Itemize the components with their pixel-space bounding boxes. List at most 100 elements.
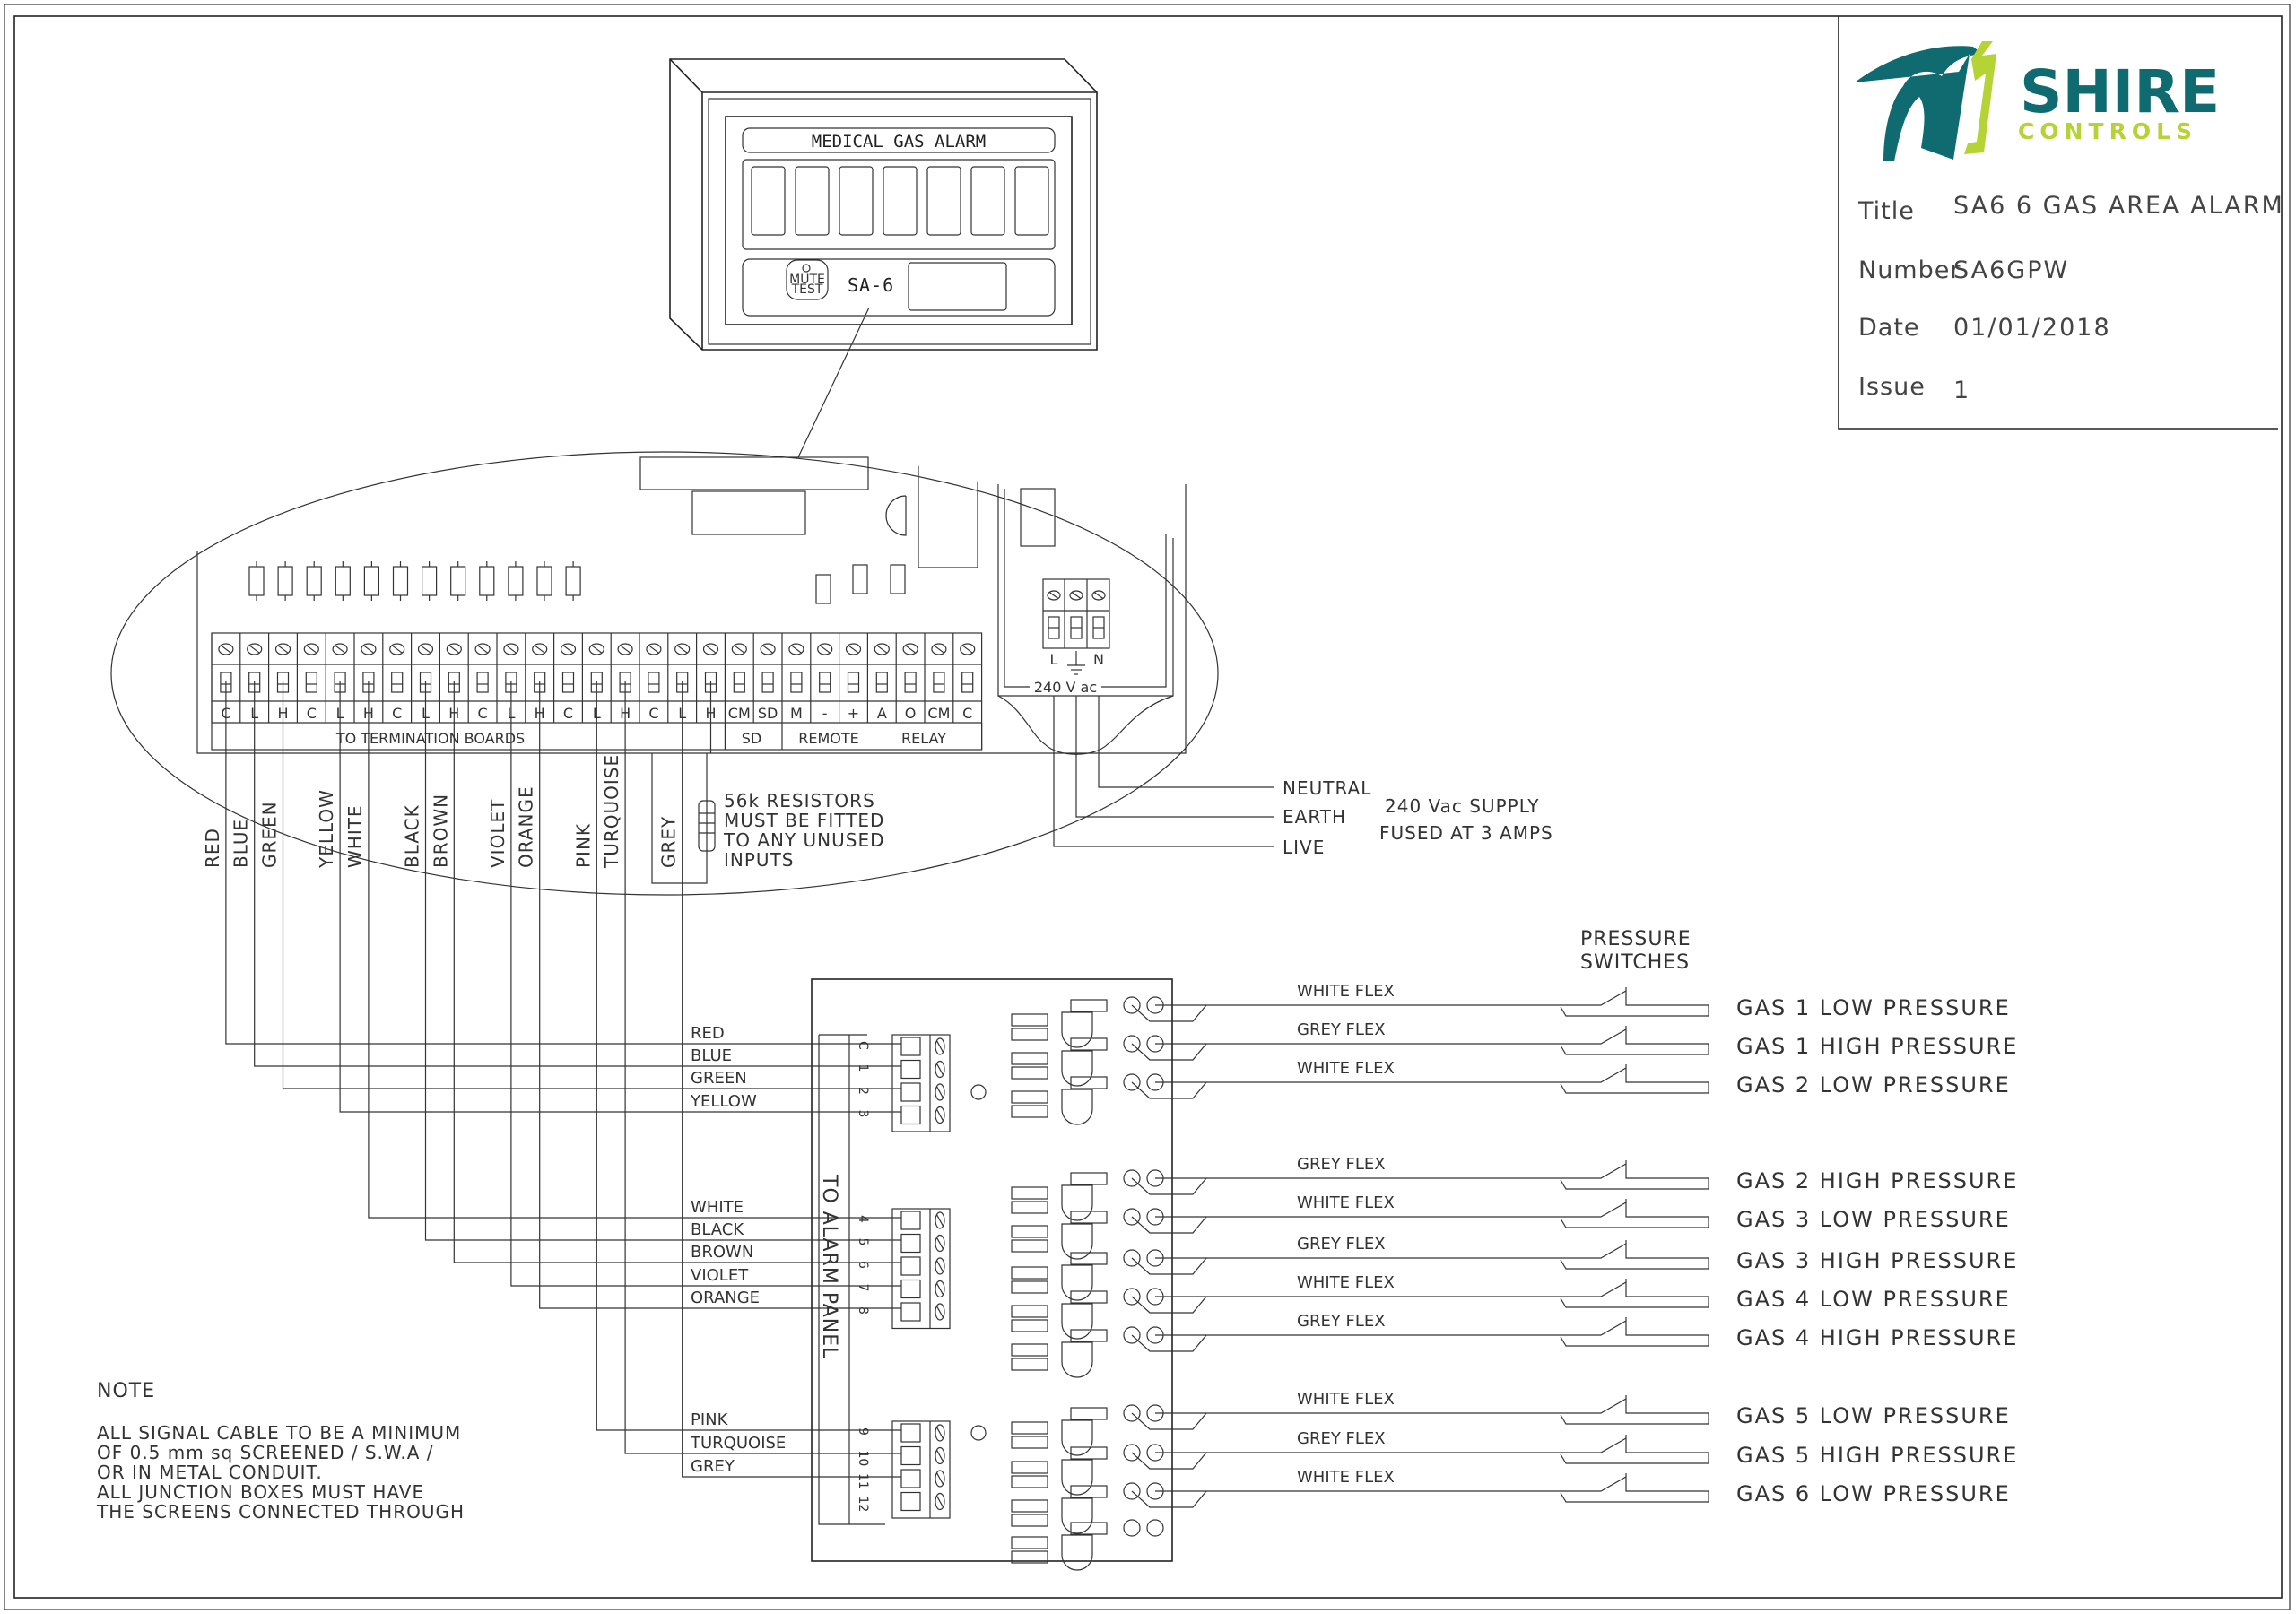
switch-contact-icon xyxy=(1561,1202,1627,1218)
connector-socket xyxy=(900,1256,921,1276)
signal-wire xyxy=(596,681,901,1431)
termination-group-label: TO TERMINATION BOARDS xyxy=(335,730,525,747)
terminal-label: - xyxy=(822,705,828,722)
mute-label: MUTE xyxy=(789,273,825,287)
screw-icon xyxy=(332,643,348,655)
signal-wire xyxy=(624,681,901,1454)
terminal-label: C xyxy=(392,705,402,722)
resistor-icon xyxy=(248,561,265,601)
terminal-label: CM xyxy=(728,705,751,722)
screw-icon xyxy=(702,643,719,655)
screw-icon xyxy=(274,643,291,655)
pcb-resistor-row xyxy=(248,561,581,601)
vertical-wire-label: VIOLET xyxy=(487,799,509,868)
resistor-note-line-3: TO ANY UNUSED xyxy=(723,829,885,851)
mute-test-button[interactable] xyxy=(786,259,829,300)
terminal-label: O xyxy=(905,705,917,722)
connector-number: 11 xyxy=(856,1473,870,1489)
connector-number: 2 xyxy=(856,1087,870,1095)
screw-icon xyxy=(935,1257,945,1275)
vertical-wire-label: ORANGE xyxy=(516,785,537,868)
screw-icon xyxy=(935,1424,945,1442)
terminal-clamp xyxy=(933,672,945,693)
flex-label: GREY FLEX xyxy=(1297,1235,1386,1254)
gas-pressure-label: GAS 2 HIGH PRESSURE xyxy=(1736,1168,2018,1193)
logo-horse-icon xyxy=(1855,46,1982,162)
terminal-screw-icon xyxy=(1123,1288,1141,1306)
issue-label: Issue xyxy=(1858,373,1926,401)
relay-group-label: RELAY xyxy=(901,730,946,747)
supply-note-line-1: 240 Vac SUPPLY xyxy=(1385,795,1539,817)
resistor-icon xyxy=(335,561,351,601)
flex-label: WHITE FLEX xyxy=(1297,1059,1395,1078)
vertical-wire-label: TURQUOISE xyxy=(601,754,622,869)
flex-label: WHITE FLEX xyxy=(1297,1468,1395,1487)
buzzer-icon xyxy=(885,495,907,536)
screw-icon xyxy=(617,643,633,655)
screw-icon xyxy=(935,1446,945,1465)
relay-channel xyxy=(1011,1249,1164,1301)
terminal-screw-icon xyxy=(1123,996,1141,1014)
title-value: SA6 6 GAS AREA ALARM xyxy=(1953,192,2284,220)
connector-number: 5 xyxy=(856,1238,870,1246)
flex-label: WHITE FLEX xyxy=(1297,982,1395,1001)
inner-frame xyxy=(13,15,2283,1599)
terminal-clamp xyxy=(391,672,404,693)
switch-contact-icon xyxy=(1561,1437,1627,1453)
connector-socket xyxy=(900,1491,921,1512)
screw-icon xyxy=(674,643,691,655)
terminal-clamp xyxy=(305,672,317,693)
screw-icon xyxy=(303,643,319,655)
screw-icon xyxy=(960,643,976,655)
power-terminal: L N 240 V ac xyxy=(1034,578,1110,696)
connector-number: 4 xyxy=(856,1215,870,1223)
junction-wire-label: ORANGE xyxy=(691,1289,760,1307)
screw-icon xyxy=(731,643,747,655)
switch-contact-icon xyxy=(1561,1398,1627,1414)
junction-wire-label: WHITE xyxy=(691,1198,744,1217)
test-label: TEST xyxy=(791,282,823,297)
connector-number: 7 xyxy=(856,1284,870,1292)
junction-wire-label: TURQUOISE xyxy=(690,1434,786,1453)
connector-number: 12 xyxy=(856,1497,870,1513)
date-field: Date 01/01/2018 xyxy=(1858,314,2109,342)
earth-wire xyxy=(1075,696,1274,818)
connector-block xyxy=(891,1208,951,1330)
terminal-clamp xyxy=(733,672,745,693)
pressure-switches-heading-1: PRESSURE xyxy=(1580,928,1692,950)
terminal-screw-icon xyxy=(1123,1208,1141,1226)
signal-wire xyxy=(539,681,901,1309)
terminal-screw-icon xyxy=(1123,1444,1141,1462)
resistor-icon xyxy=(306,561,322,601)
number-value: SA6GPW xyxy=(1953,256,2069,284)
screw-icon xyxy=(845,643,862,655)
power-n-label: N xyxy=(1093,651,1104,668)
junction-wire-label: YELLOW xyxy=(690,1092,757,1111)
terminal-clamp xyxy=(904,672,917,693)
indicator-window xyxy=(795,166,830,236)
screw-icon xyxy=(935,1234,945,1253)
indicator-window xyxy=(926,166,961,236)
connector-number: 10 xyxy=(856,1451,870,1467)
vertical-wire-label: YELLOW xyxy=(316,789,337,869)
vertical-wire-label: GREY xyxy=(658,816,680,868)
junction-wire-label: GREEN xyxy=(691,1069,747,1088)
resistor-icon xyxy=(565,561,581,601)
diode-icon xyxy=(815,574,831,604)
connector-number: 1 xyxy=(856,1064,870,1072)
indicator-window xyxy=(839,166,874,236)
switch-contact-icon xyxy=(1561,1281,1627,1297)
signal-wire xyxy=(254,681,901,1067)
vertical-wire-label: BLACK xyxy=(402,804,423,868)
title-field: Title SA6 6 GAS AREA ALARM xyxy=(1857,192,2284,225)
neutral-label: NEUTRAL xyxy=(1283,777,1371,799)
screw-icon xyxy=(788,643,804,655)
